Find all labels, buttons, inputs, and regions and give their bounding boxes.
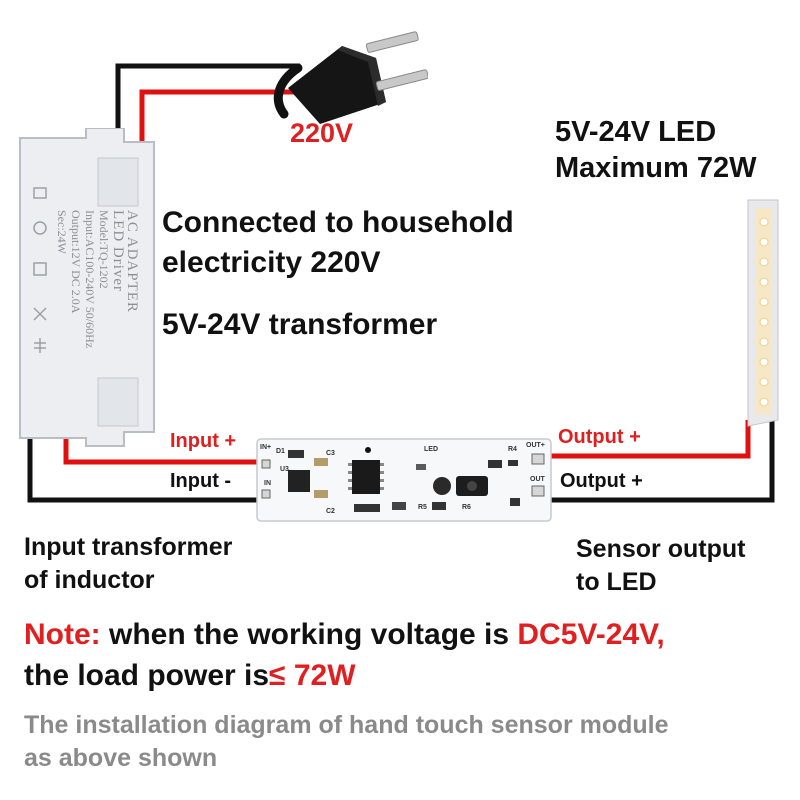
- pcb-label-c3: C3: [326, 450, 335, 457]
- pcb-label-out: OUT: [530, 476, 545, 483]
- pin-out-plus: [531, 453, 545, 465]
- plug-cable: [273, 63, 303, 119]
- pin-in: [261, 489, 271, 499]
- pcb-label-c2: C2: [326, 508, 335, 515]
- adapter-print: AC ADAPTER LED Driver Model:TQ-1202 Inpu…: [55, 210, 140, 349]
- plug-wire-black: [115, 63, 300, 142]
- plug-wire-red: [139, 89, 310, 150]
- pcb-label-in: IN: [264, 480, 271, 487]
- pcb-label-u3: U3: [280, 466, 289, 473]
- note-text-2: the load power is: [24, 659, 270, 692]
- chip-ic: [352, 460, 380, 494]
- adapter-icons: [33, 187, 47, 353]
- led-strip: [747, 199, 779, 427]
- pcb-board: [256, 438, 552, 522]
- household-line-1: Connected to household: [162, 206, 514, 239]
- ac-adapter: [19, 128, 155, 447]
- note-voltage: DC5V-24V,: [517, 618, 665, 651]
- adapter-line-2: LED Driver: [110, 210, 126, 293]
- plug-prong-bottom: [375, 69, 428, 91]
- note-text-1: when the working voltage is: [100, 618, 518, 651]
- adapter-line-1: AC ADAPTER: [124, 210, 140, 313]
- input-plus-label: Input +: [170, 430, 237, 452]
- household-line-2: electricity 220V: [162, 246, 381, 279]
- led-spec-line-1: 5V-24V LED: [555, 116, 717, 148]
- pcb-label-r5: R5: [418, 504, 427, 511]
- note-prefix: Note:: [24, 618, 101, 651]
- input-transformer-line-1: Input transformer: [24, 533, 233, 561]
- plug-body: [288, 46, 386, 124]
- output-plus-wire: [550, 420, 751, 459]
- pcb-label-r4: R4: [508, 446, 517, 453]
- pcb-label-led: LED: [424, 446, 438, 453]
- adapter-line-6: Sec:24W: [55, 210, 69, 254]
- ir-emitter-icon: [433, 477, 451, 495]
- output-plus-top-label: Output +: [558, 426, 641, 448]
- led-lights: [759, 217, 769, 407]
- sensor-output-line-2: to LED: [576, 568, 657, 596]
- caption-line-1: The installation diagram of hand touch s…: [24, 711, 669, 739]
- adapter-line-3: Model:TQ-1202: [97, 210, 111, 289]
- caption-line-2: as above shown: [24, 744, 218, 772]
- input-minus-wire: [27, 420, 262, 503]
- pcb-label-r6: R6: [462, 504, 471, 511]
- power-plug: [273, 31, 428, 124]
- voltage-label: 220V: [290, 118, 354, 148]
- input-minus-label: Input -: [170, 470, 232, 492]
- pcb-label-in-plus: IN+: [260, 444, 272, 451]
- pcb-label-out-plus: OUT+: [526, 442, 545, 449]
- led-spec-line-2: Maximum 72W: [555, 152, 757, 184]
- output-minus-wire: [550, 420, 775, 503]
- note-line-2: the load power is≤ 72W: [24, 659, 356, 693]
- pin-in-plus: [261, 459, 271, 469]
- pin-out: [531, 485, 545, 497]
- transformer-label: 5V-24V transformer: [162, 308, 438, 341]
- plug-prong-top: [365, 31, 419, 53]
- sensor-module: IN+ IN D1 U3 C3 C2 LED R4 OUT+ OUT R5 R6: [256, 438, 552, 522]
- note-line-1: Note: when the working voltage is DC5V-2…: [24, 618, 665, 652]
- note-symbol: ≤: [269, 659, 286, 692]
- chip-d1: [288, 450, 304, 458]
- note-power: 72W: [285, 659, 356, 692]
- adapter-line-5: Output:12V DC 2.0A: [69, 210, 83, 314]
- adapter-line-4: Input:AC100-240V 50/60Hz: [83, 210, 97, 349]
- pcb-label-d1: D1: [276, 448, 285, 455]
- chip-u3: [288, 470, 310, 492]
- input-transformer-line-2: of inductor: [24, 566, 155, 594]
- sensor-output-line-1: Sensor output: [576, 535, 746, 563]
- output-plus-bottom-label: Output +: [560, 470, 643, 492]
